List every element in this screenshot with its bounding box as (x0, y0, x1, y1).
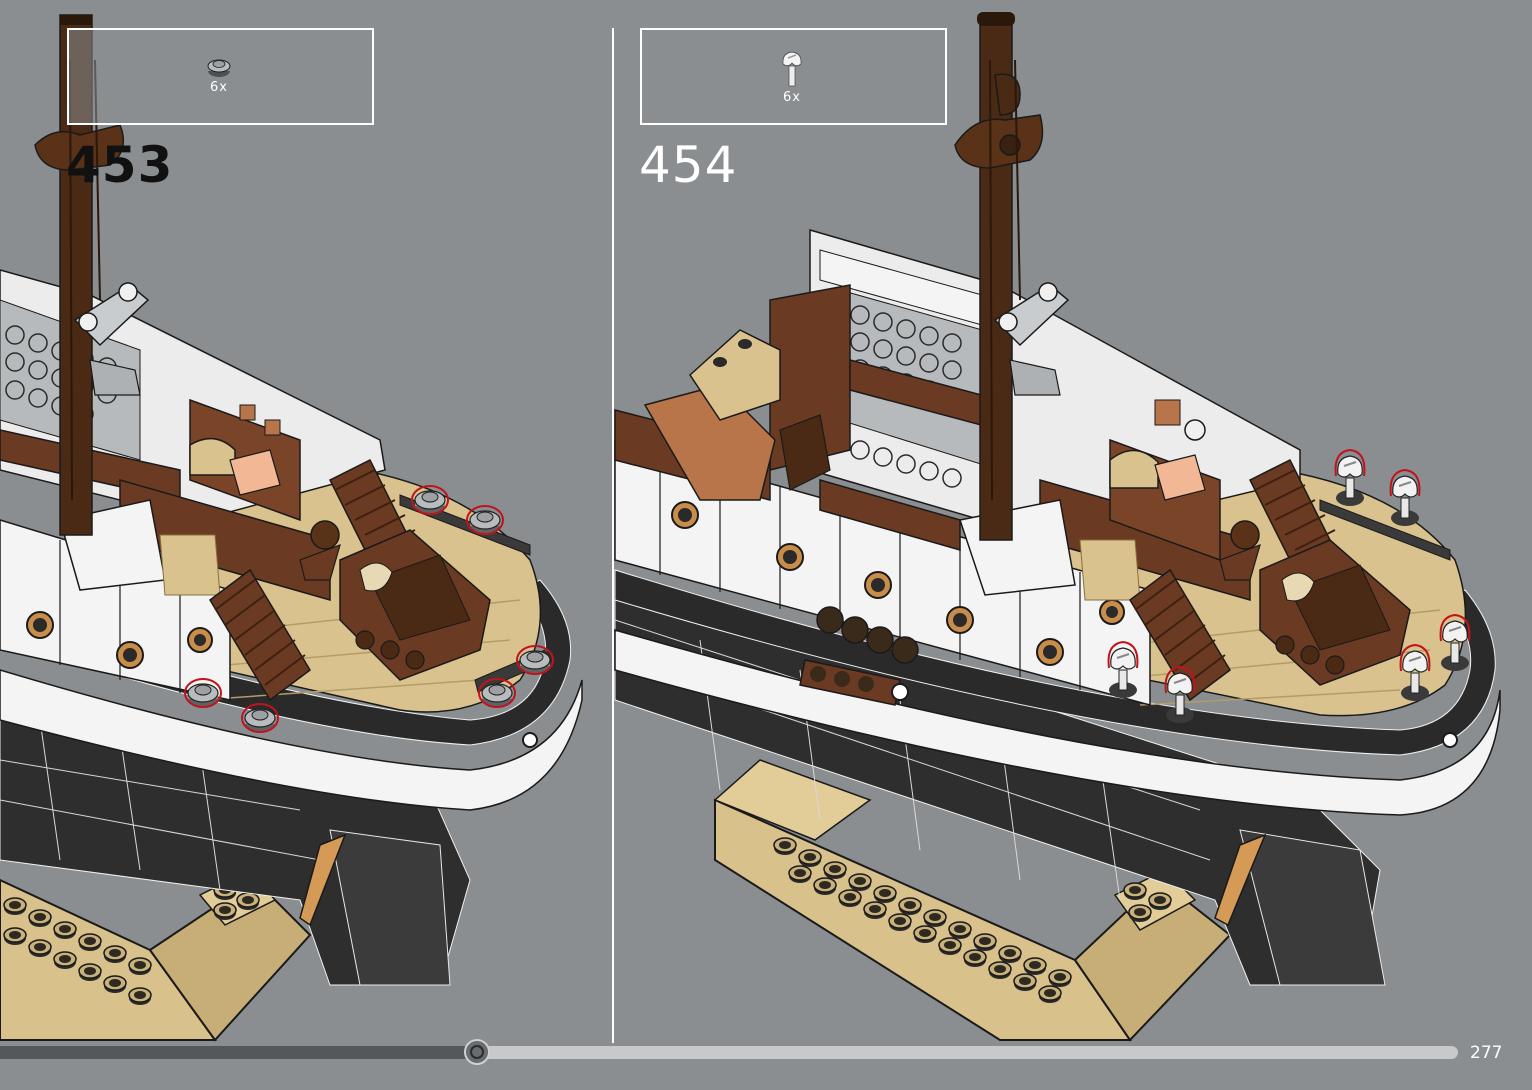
step-454-model (615, 12, 1500, 1040)
progress-fill (0, 1046, 477, 1059)
step-454-parts-box: 6x (640, 28, 947, 125)
instruction-progress-bar[interactable] (0, 1046, 1458, 1059)
step-453-part: 6x (206, 58, 232, 95)
step-453-number: 453 (66, 140, 173, 190)
step-divider (612, 28, 614, 1043)
part-quantity: 6x (210, 80, 228, 95)
plate-clip-bar-icon (780, 50, 804, 88)
step-454-number: 454 (639, 140, 737, 190)
build-illustration (0, 0, 1532, 1045)
page-number: 277 (1470, 1043, 1502, 1063)
round-plate-1x1-icon (206, 58, 232, 78)
part-quantity: 6x (783, 90, 801, 105)
step-454-part: 6x (780, 50, 804, 105)
progress-knob[interactable] (464, 1039, 490, 1065)
step-453-parts-box: 6x (67, 28, 374, 125)
